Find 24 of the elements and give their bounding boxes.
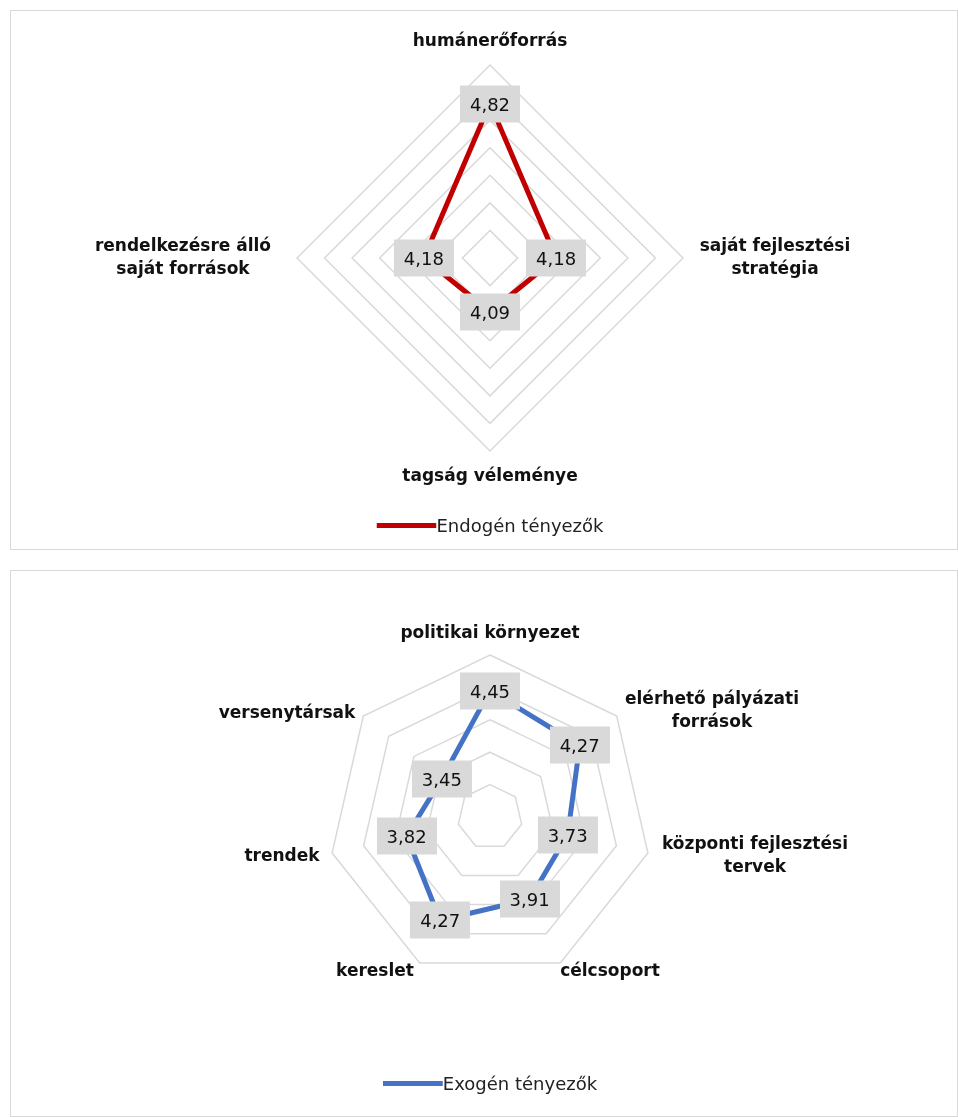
axis-label: célcsoport xyxy=(560,958,660,982)
data-label: 4,18 xyxy=(526,239,587,277)
axis-label: versenytársak xyxy=(218,700,356,724)
data-label: 4,27 xyxy=(549,727,610,764)
axis-label: tagság véleménye xyxy=(402,463,578,487)
axis-label: saját fejlesztési stratégia xyxy=(698,234,852,280)
axis-label: rendelkezésre álló saját források xyxy=(93,234,273,280)
data-label: 3,82 xyxy=(376,817,437,855)
data-label: 4,27 xyxy=(410,901,471,939)
data-label: 4,18 xyxy=(393,239,454,277)
data-label: 4,09 xyxy=(459,293,521,331)
axis-label: elérhető pályázati források xyxy=(624,687,800,733)
data-label: 3,73 xyxy=(537,816,598,854)
axis-label: politikai környezet xyxy=(400,620,580,644)
axis-label: központi fejlesztési tervek xyxy=(661,832,849,878)
axis-label: kereslet xyxy=(336,958,414,982)
legend-label: Exogén tényezők xyxy=(442,1072,598,1094)
axis-label: trendek xyxy=(244,843,320,867)
data-label: 3,91 xyxy=(499,880,560,918)
data-label: 4,82 xyxy=(459,85,521,123)
axis-label: humánerőforrás xyxy=(412,28,568,52)
data-label: 4,45 xyxy=(459,672,521,710)
legend-label: Endogén tényezők xyxy=(436,514,604,536)
data-label: 3,45 xyxy=(411,760,472,798)
